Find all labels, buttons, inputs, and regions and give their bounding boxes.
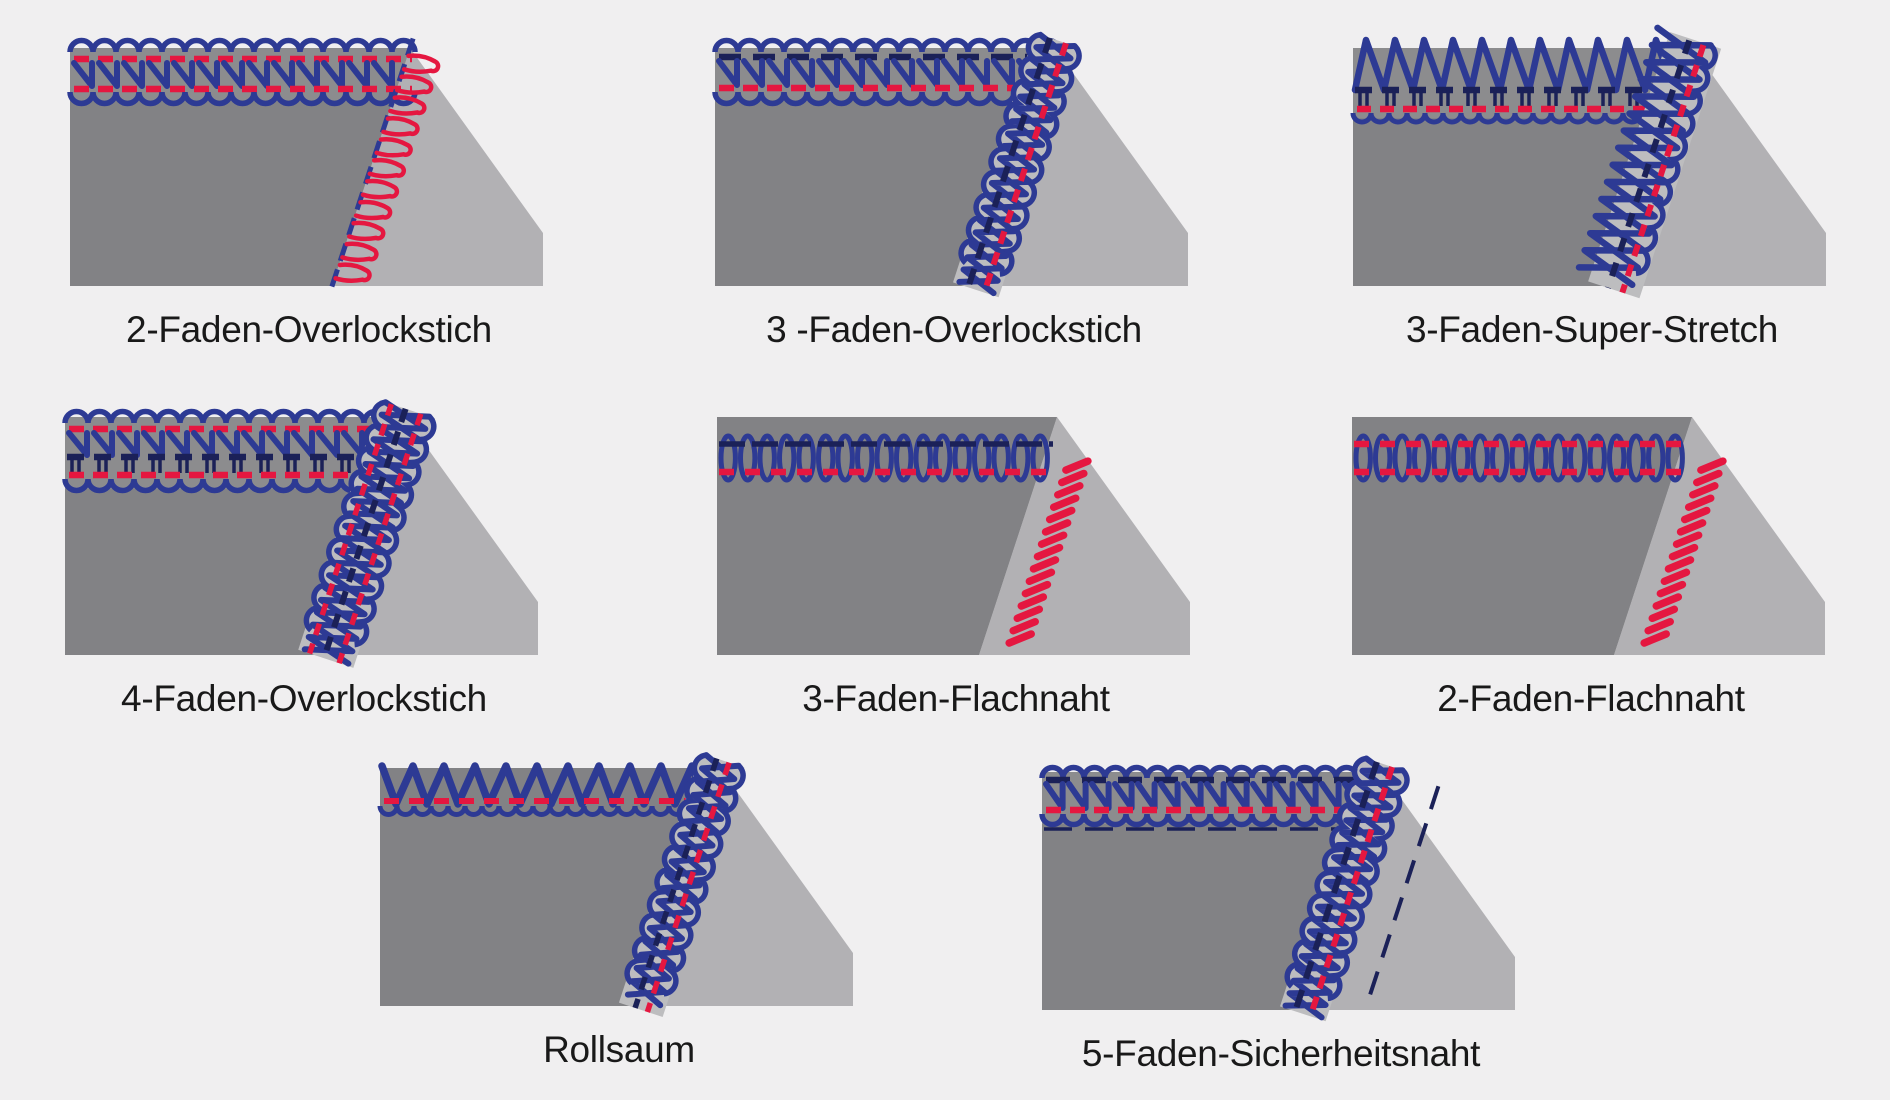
stitch-illustration-2-faden-flachnaht: [1352, 417, 1825, 655]
panel-5-faden-sicherheitsnaht: 5-Faden-Sicherheitsnaht: [1039, 742, 1520, 1075]
stitch-illustration-2-faden-overlock: [67, 37, 543, 291]
panel-label: 3 -Faden-Overlockstich: [766, 309, 1142, 350]
panel-label: 3-Faden-Super-Stretch: [1405, 309, 1779, 350]
stitch-illustration-3-faden-super-stretch: [1350, 24, 1826, 299]
stitch-illustration-4-faden-overlock: [62, 399, 538, 668]
panel-label: 3-Faden-Flachnaht: [802, 678, 1110, 719]
stitch-illustration-5-faden-sicherheitsnaht: [1039, 755, 1515, 1022]
panel-3-faden-flachnaht: 3-Faden-Flachnaht: [717, 387, 1195, 720]
stitch-illustration-3-faden-flachnaht: [717, 417, 1190, 655]
panel-rollsaum: Rollsaum: [377, 738, 858, 1071]
stitch-illustration-rollsaum: [377, 752, 853, 1017]
panel-label: Rollsaum: [543, 1029, 695, 1070]
stitch-illustration-3-faden-overlock: [712, 31, 1188, 298]
panel-label: 4-Faden-Overlockstich: [121, 678, 487, 719]
panel-label: 2-Faden-Overlockstich: [126, 309, 492, 350]
panel-3-faden-super-stretch: 3-Faden-Super-Stretch: [1350, 18, 1831, 351]
panel-2-faden-flachnaht: 2-Faden-Flachnaht: [1352, 387, 1830, 720]
panel-label: 2-Faden-Flachnaht: [1437, 678, 1745, 719]
panel-2-faden-overlockstich: 2-Faden-Overlockstich: [67, 18, 548, 351]
panel-3-faden-overlockstich: 3 -Faden-Overlockstich: [712, 18, 1193, 351]
panel-4-faden-overlockstich: 4-Faden-Overlockstich: [62, 387, 543, 720]
panel-label: 5-Faden-Sicherheitsnaht: [1081, 1033, 1481, 1074]
